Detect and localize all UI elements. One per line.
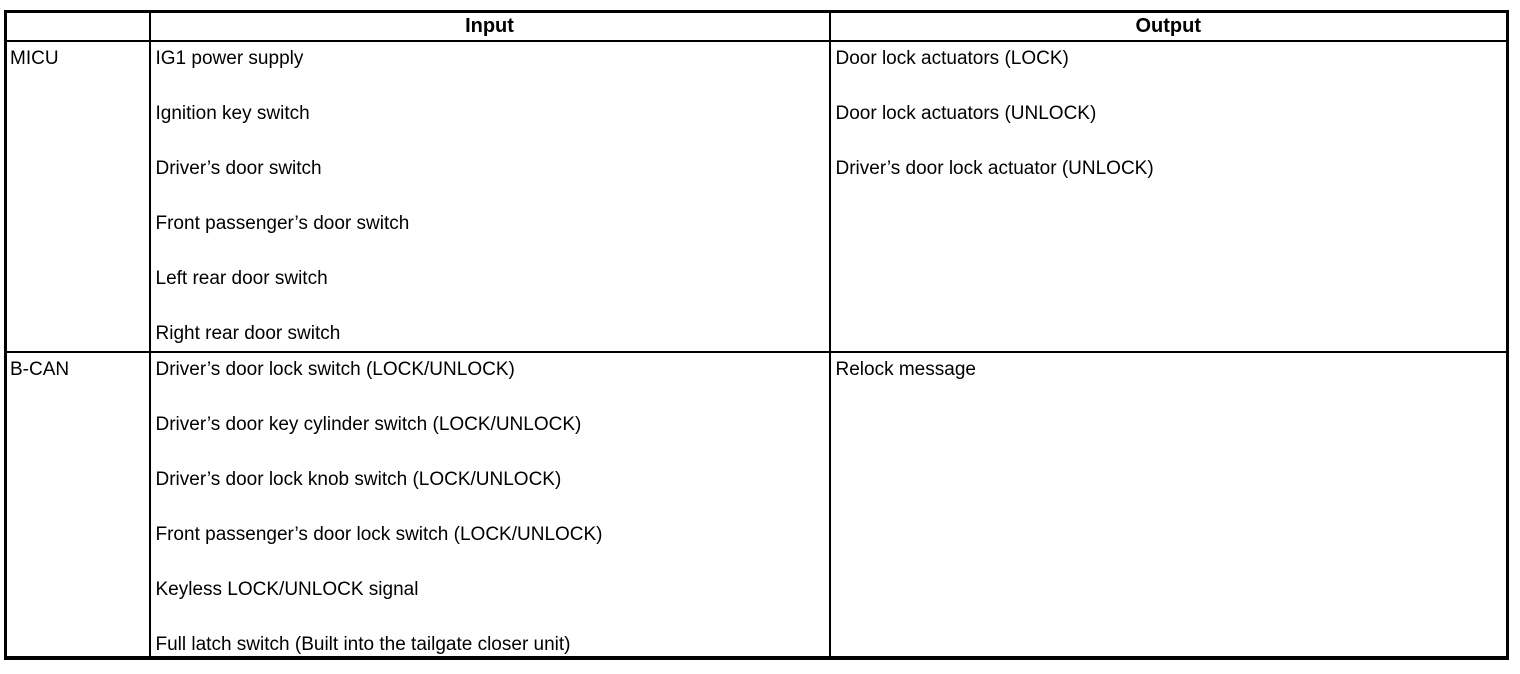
input-column-header: Input [148,10,831,42]
bcan-inputs-cell: Driver’s door lock switch (LOCK/UNLOCK) … [148,351,831,659]
output-item: Relock message [835,359,976,380]
input-item: IG1 power supply [155,48,304,69]
input-item: Ignition key switch [155,103,310,124]
input-item: Full latch switch (Built into the tailga… [155,634,571,655]
io-table: Input Output MICU IG1 power supply Ignit… [4,10,1509,660]
input-item: Front passenger’s door lock switch (LOCK… [155,524,603,545]
input-item: Right rear door switch [155,323,341,344]
output-item: Door lock actuators (LOCK) [835,48,1069,69]
input-item: Driver’s door switch [155,158,322,179]
row-label-micu: MICU [4,40,151,353]
row-label-bcan: B-CAN [4,351,151,659]
header-row: Input Output [4,10,1509,42]
input-item: Driver’s door lock knob switch (LOCK/UNL… [155,469,562,490]
output-column-header: Output [828,10,1509,42]
output-item: Driver’s door lock actuator (UNLOCK) [835,158,1154,179]
input-item: Driver’s door key cylinder switch (LOCK/… [155,414,582,435]
input-item: Front passenger’s door switch [155,213,410,234]
table-row-bcan: B-CAN Driver’s door lock switch (LOCK/UN… [4,351,1509,659]
input-item: Left rear door switch [155,268,328,289]
input-item: Driver’s door lock switch (LOCK/UNLOCK) [155,359,515,380]
micu-inputs-cell: IG1 power supply Ignition key switch Dri… [148,40,831,353]
input-item: Keyless LOCK/UNLOCK signal [155,579,419,600]
output-item: Door lock actuators (UNLOCK) [835,103,1097,124]
bcan-outputs-cell: Relock message [828,351,1509,659]
table-row-micu: MICU IG1 power supply Ignition key switc… [4,40,1509,353]
corner-header-cell [4,10,151,42]
micu-outputs-cell: Door lock actuators (LOCK) Door lock act… [828,40,1509,353]
